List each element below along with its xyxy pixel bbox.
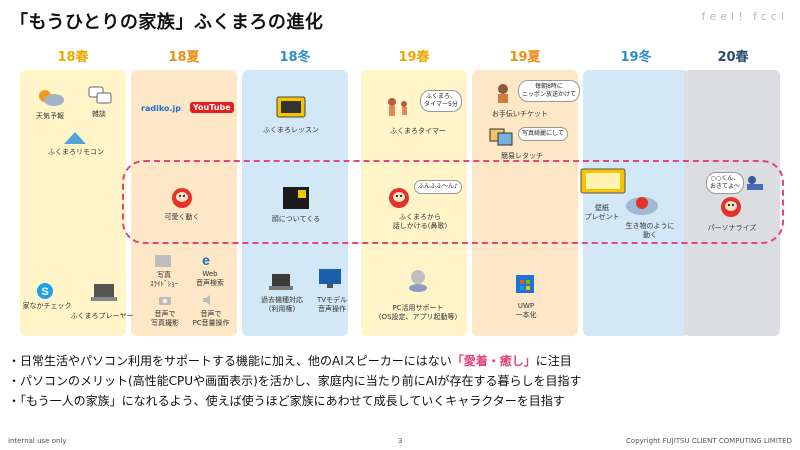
bullet-1-text: ・日常生活やパソコン利用をサポートする機能に加え、他のAIスピーカーにはない xyxy=(8,354,452,368)
tv-icon xyxy=(319,269,341,288)
wallpaper-icon xyxy=(580,168,626,194)
weather-icon xyxy=(39,90,64,106)
speaker-icon xyxy=(203,295,210,305)
feature-old-models: 過去機種対応 (利用権) xyxy=(261,296,303,313)
feature-timer: ふくまろタイマー xyxy=(390,127,446,135)
face-tracking-icon xyxy=(283,187,309,209)
fukumaro-talk-icon xyxy=(389,188,409,208)
chat-icon xyxy=(88,86,112,104)
family-icon xyxy=(388,98,407,116)
laptop-icon xyxy=(91,284,117,301)
column-header-18spring: 18春 xyxy=(57,50,89,65)
footer-copyright: Copyright FUJITSU CLIENT COMPUTING LIMIT… xyxy=(626,437,792,445)
hum-speech-bubble: ふんふふ～ん♪ xyxy=(414,180,462,194)
column-19spring xyxy=(361,70,467,336)
news-speech-bubble: 毎朝8時に ニッポン放送かけて xyxy=(518,80,581,102)
column-header-18summer: 18夏 xyxy=(168,50,200,65)
feature-player: ふくまろプレーヤー xyxy=(70,312,134,320)
column-header-20spring: 20春 xyxy=(717,50,749,65)
column-header-19summer: 19夏 xyxy=(509,50,541,65)
feature-alive: 生き物のように 動く xyxy=(625,222,675,239)
fukumaro-character-icon xyxy=(172,188,192,208)
feature-photo-letter: 簡易レタッチ xyxy=(501,152,543,160)
lesson-screen-icon xyxy=(276,96,306,118)
feature-face: 顔についてくる xyxy=(271,215,321,223)
feature-pc-volume: 音声で PC音量操作 xyxy=(192,310,230,327)
brand-logo: feel！fccl xyxy=(701,10,788,23)
column-header-19spring: 19春 xyxy=(398,50,430,65)
bullet-2-text: ・パソコンのメリット(高性能CPUや画面表示)を活かし、家庭内に当たり前にAIが… xyxy=(8,374,582,388)
web-search-icon: e xyxy=(202,252,210,268)
feature-photo-slide: 写真 ｽﾗｲﾄﾞｼｮｰ xyxy=(150,271,178,288)
radiko-logo: radiko.jp xyxy=(141,104,181,113)
bullet-2: ・パソコンのメリット(高性能CPUや画面表示)を活かし、家庭内に当たり前にAIが… xyxy=(8,372,582,389)
column-header-19winter: 19冬 xyxy=(620,50,652,65)
feature-voice-photo: 音声で 写真撮影 xyxy=(151,310,179,327)
feature-lesson: ふくまろレッスン xyxy=(263,126,319,134)
alive-character-icon xyxy=(626,197,658,215)
page-title: 「もうひとりの家族」ふくまろの進化 xyxy=(10,12,324,33)
feature-talk: ふくまろから 話しかける(鼻歌) xyxy=(392,213,448,230)
feature-weather: 天気予報 xyxy=(36,112,64,120)
sleeping-person-icon xyxy=(747,176,763,190)
bullet-1: ・日常生活やパソコン利用をサポートする機能に加え、他のAIスピーカーにはない「愛… xyxy=(8,352,572,369)
column-header-18winter: 18冬 xyxy=(279,50,311,65)
photo-speech-bubble: 写真綺麗にして xyxy=(518,127,568,141)
elder-icon xyxy=(409,270,427,292)
bullet-3-text: ・「もう一人の家族」になれるよう、使えば使うほど家族にあわせて成長していくキャラ… xyxy=(8,394,565,408)
feature-chat: 雑談 xyxy=(92,110,106,118)
bullet-1-highlight: 「愛着・癒し」 xyxy=(451,354,536,368)
feature-home-check: 家なかチェック xyxy=(22,302,72,310)
personal-speech-bubble: ○○くん、 おきてよ～ xyxy=(706,172,745,194)
svg-text:e: e xyxy=(202,252,210,268)
windows-store-icon xyxy=(516,275,534,293)
photos-icon xyxy=(489,128,513,146)
feature-pc-support: PC活用サポート (OS設定、アプリ起動等) xyxy=(378,304,458,321)
feature-remote: ふくまろリモコン xyxy=(48,148,104,156)
skype-icon: S xyxy=(37,283,53,299)
footer-page-number: 3 xyxy=(398,437,403,445)
feature-cute: 可愛く動く xyxy=(164,213,200,221)
feature-uwp: UWP 一本化 xyxy=(515,302,537,319)
camera-icon xyxy=(159,297,171,305)
feature-web-voice: Web 音声検索 xyxy=(196,270,224,287)
svg-text:S: S xyxy=(41,286,48,298)
bullet-1-suffix: に注目 xyxy=(535,354,572,368)
person-icon xyxy=(498,84,508,103)
remote-icon xyxy=(64,132,86,144)
feature-wallpaper: 壁紙 プレゼント xyxy=(584,204,620,221)
bullet-3: ・「もう一人の家族」になれるよう、使えば使うほど家族にあわせて成長していくキャラ… xyxy=(8,392,565,409)
laptop-old-icon xyxy=(269,274,293,290)
highlight-dashed-frame xyxy=(122,160,784,244)
feature-help-ticket: お手伝いチケット xyxy=(492,110,548,118)
timer-speech-bubble: ふくまろ、 タイマー5分 xyxy=(420,90,462,112)
youtube-logo: YouTube xyxy=(190,102,234,113)
fukumaro-personal-icon xyxy=(721,197,741,217)
photo-slide-icon xyxy=(155,255,171,267)
feature-personalize: パーソナライズ xyxy=(707,224,757,232)
feature-tv-voice: TVモデル 音声操作 xyxy=(316,296,348,313)
footer-internal: internal use only xyxy=(8,437,67,445)
